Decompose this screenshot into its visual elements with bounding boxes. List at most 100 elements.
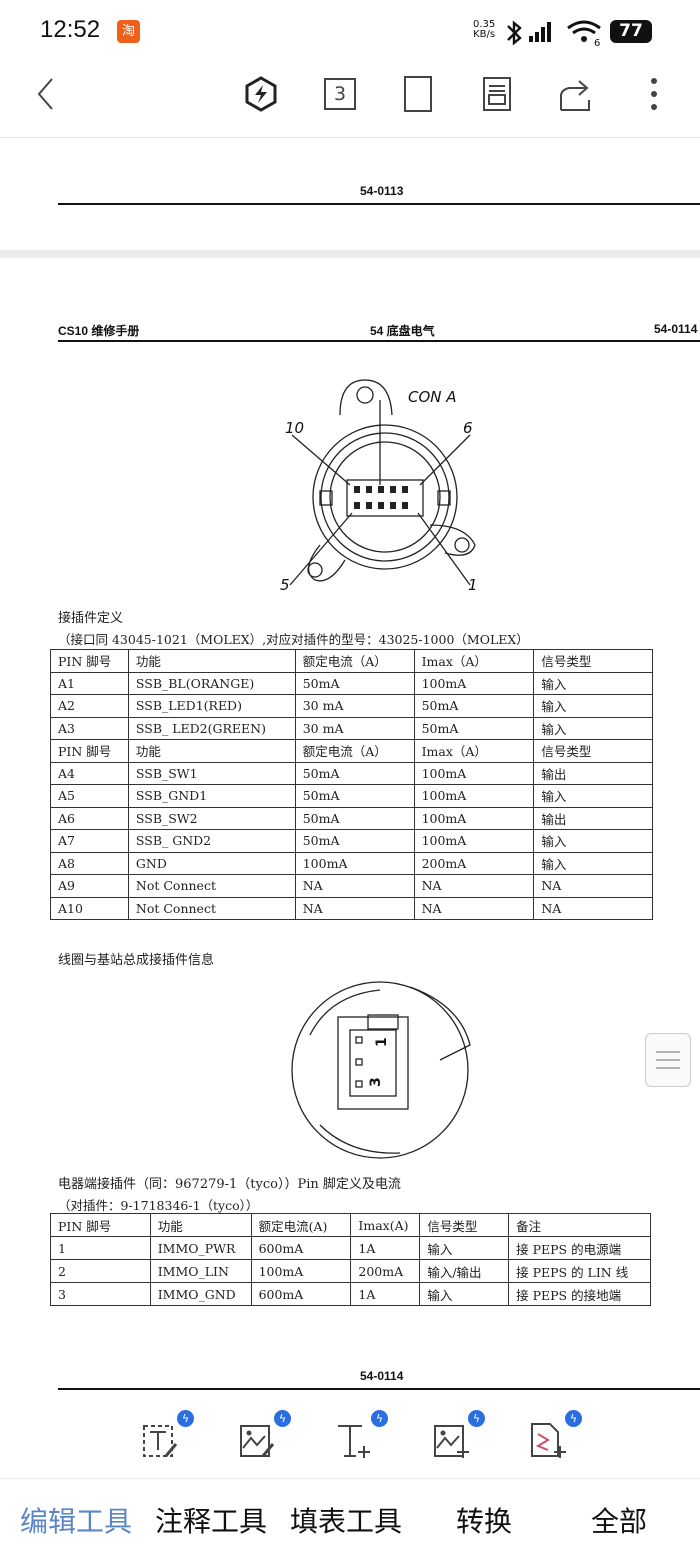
table-row: PIN 脚号功能额定电流(A)Imax(A)信号类型备注 — [50, 1213, 651, 1237]
more-icon[interactable] — [636, 76, 672, 112]
tab-convert[interactable]: 转换 — [456, 1505, 513, 1538]
table-cell: 100mA — [413, 761, 535, 785]
table-cell: 100mA — [413, 829, 535, 853]
table-cell: 输出 — [533, 761, 653, 785]
table-cell: 输入 — [533, 671, 653, 695]
table-cell: 600mA — [250, 1282, 352, 1306]
table-cell: 1A — [350, 1282, 421, 1306]
floating-menu-button[interactable] — [645, 1033, 691, 1087]
table-cell: IMMO_GND — [149, 1282, 252, 1306]
table-cell: 50mA — [294, 806, 415, 830]
table-cell: 输入 — [533, 716, 653, 740]
header-left: CS10 维修手册 — [58, 324, 140, 338]
add-text-icon[interactable]: ϟ — [334, 1410, 388, 1460]
premium-badge-icon: ϟ — [177, 1410, 194, 1427]
table-cell: 100mA — [250, 1259, 352, 1283]
table-cell: 100mA — [294, 851, 415, 875]
table-cell: PIN 脚号 — [50, 649, 129, 673]
table-cell: A3 — [50, 716, 129, 740]
table-cell: 额定电流（A） — [294, 649, 415, 673]
table-cell: PIN 脚号 — [50, 1213, 151, 1237]
table-cell: SSB_BL(ORANGE) — [127, 671, 296, 695]
signal-icons: 6 — [507, 20, 601, 46]
page-count: 3 — [324, 78, 356, 110]
reading-mode-icon[interactable] — [479, 76, 515, 112]
table-cell: SSB_SW1 — [127, 761, 296, 785]
table-cell: 信号类型 — [533, 739, 653, 763]
tab-all[interactable]: 全部 — [591, 1505, 648, 1538]
table-cell: 100mA — [413, 671, 535, 695]
fullscreen-icon[interactable] — [400, 76, 436, 112]
page-footer-number: 54-0114 — [360, 1369, 404, 1383]
table-row: PIN 脚号功能额定电流（A）Imax（A）信号类型 — [50, 649, 653, 673]
table-cell: SSB_LED1(RED) — [127, 694, 296, 718]
bluetooth-icon — [507, 20, 522, 46]
table-cell: Not Connect — [127, 874, 296, 898]
table-cell: SSB_GND1 — [127, 784, 296, 808]
table-cell: 信号类型 — [419, 1213, 510, 1237]
connector-diagram: CON A 10 6 5 1 — [280, 379, 478, 594]
table-cell: 2 — [50, 1259, 151, 1283]
table-cell: NA — [413, 896, 535, 920]
table-cell: 接 PEPS 的接地端 — [508, 1282, 651, 1306]
premium-badge-icon: ϟ — [468, 1410, 485, 1427]
table-cell: 3 — [50, 1282, 151, 1306]
table-cell: 输入/输出 — [419, 1259, 510, 1283]
table-cell: 输入 — [419, 1236, 510, 1260]
page-count-button[interactable]: 3 — [322, 76, 358, 112]
quick-action-icon[interactable] — [243, 76, 279, 112]
tab-form-tools[interactable]: 填表工具 — [290, 1505, 403, 1538]
battery-indicator: 77 — [610, 20, 652, 43]
table-cell: 备注 — [508, 1213, 651, 1237]
edit-image-icon[interactable]: ϟ — [237, 1410, 291, 1460]
pin-label-6: 6 — [463, 419, 473, 437]
section-subtitle-3: （对插件：9-1718346-1（tyco）） — [58, 1198, 259, 1213]
pin-label-1: 1 — [468, 576, 478, 594]
add-signature-icon[interactable]: ϟ — [528, 1410, 582, 1460]
edit-text-icon[interactable]: ϟ — [140, 1410, 194, 1460]
table-cell: 输入 — [533, 829, 653, 853]
add-image-icon[interactable]: ϟ — [431, 1410, 485, 1460]
table-cell: 50mA — [294, 761, 415, 785]
header-right: 54-0114 — [654, 322, 698, 336]
table-cell: NA — [294, 896, 415, 920]
table-cell: SSB_ LED2(GREEN) — [127, 716, 296, 740]
table-cell: NA — [533, 874, 653, 898]
table-cell: A9 — [50, 874, 129, 898]
table-cell: IMMO_LIN — [149, 1259, 252, 1283]
table-cell: A7 — [50, 829, 129, 853]
table-cell: 输入 — [533, 784, 653, 808]
table-cell: NA — [533, 896, 653, 920]
share-icon[interactable] — [557, 76, 593, 112]
table-cell: 50mA — [294, 784, 415, 808]
table-cell: A8 — [50, 851, 129, 875]
cellular-signal-icon — [529, 22, 551, 42]
table-cell: 50mA — [413, 716, 535, 740]
table-cell: A5 — [50, 784, 129, 808]
table-cell: 100mA — [413, 806, 535, 830]
back-icon[interactable] — [28, 76, 64, 112]
table-cell: 功能 — [149, 1213, 252, 1237]
tab-edit-tools[interactable]: 编辑工具 — [20, 1505, 133, 1538]
table-cell: 接 PEPS 的 LIN 线 — [508, 1259, 651, 1283]
section-title-3: 电器端接插件（同：967279-1（tyco））Pin 脚定义及电流 — [58, 1177, 401, 1192]
tab-annotation-tools[interactable]: 注释工具 — [155, 1505, 268, 1538]
con-label: CON A — [408, 388, 457, 406]
footer-rule — [58, 203, 700, 205]
table-cell: A4 — [50, 761, 129, 785]
table-cell: 200mA — [350, 1259, 421, 1283]
table-cell: 30 mA — [294, 716, 415, 740]
coil-connector-diagram: 1 3 — [291, 981, 471, 1159]
table-cell: A2 — [50, 694, 129, 718]
section-subtitle: （接口同 43045-1021（MOLEX）,对应对插件的型号：43025-10… — [58, 632, 529, 647]
wifi-label: 6 — [594, 38, 600, 46]
pin-label-5: 5 — [280, 576, 290, 594]
